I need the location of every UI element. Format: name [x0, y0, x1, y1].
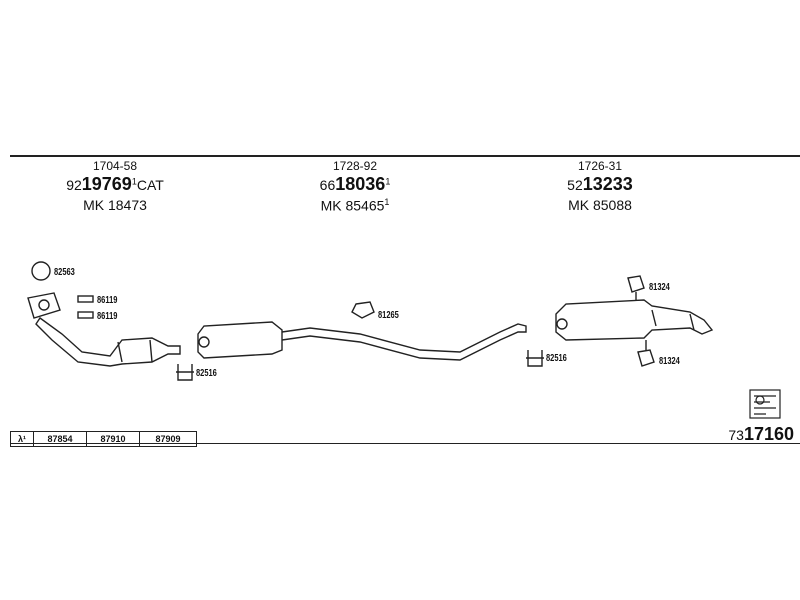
manifold-flange: [27, 292, 61, 319]
bottom-divider: [10, 443, 800, 444]
book-info-icon: [749, 389, 781, 419]
assembly-prefix: 73: [728, 427, 744, 443]
group-3-mk: MK 85088: [568, 196, 632, 213]
table-cell-1: 87854: [34, 432, 87, 446]
part-group-2: 1728-92 66180361 MK 854651: [300, 159, 410, 214]
gasket-ring-icon: [31, 261, 51, 281]
clamp-icon: [176, 364, 194, 381]
label-82563: 82563: [54, 267, 75, 278]
label-86119-a: 86119: [97, 295, 118, 306]
top-divider: [10, 155, 800, 157]
group-3-main-number: 13233: [582, 174, 633, 195]
group-2-prefix: 66: [319, 177, 336, 194]
label-86119-b: 86119: [97, 311, 118, 322]
group-3-ref: 1726-31: [577, 159, 623, 173]
rubber-mount-icon: [637, 349, 655, 367]
group-3-number: 5213233: [545, 174, 655, 195]
front-pipe-catalyst: [35, 317, 181, 367]
group-1-ref: 1704-58: [92, 159, 138, 173]
table-cell-2: 87910: [87, 432, 140, 446]
group-1-main-number: 19769: [81, 174, 132, 195]
middle-silencer: [197, 321, 283, 359]
clamp-icon: [526, 350, 544, 367]
group-2-mk-sup: 1: [384, 196, 390, 207]
rubber-mount-icon: [351, 301, 375, 319]
rubber-mount-icon: [627, 275, 645, 293]
label-81265: 81265: [378, 310, 399, 321]
group-2-mk: MK 854651: [300, 196, 410, 214]
group-2-mk-text: MK 85465: [320, 197, 385, 214]
group-1-suffix: CAT: [136, 177, 164, 194]
assembly-main-number: 17160: [743, 424, 794, 444]
label-81324-b: 81324: [659, 356, 680, 367]
group-1-mk: MK 18473: [83, 196, 147, 213]
lambda-sensor-table: λ¹ 87854 87910 87909: [10, 431, 197, 447]
lambda-cell: λ¹: [11, 432, 34, 446]
label-81324-a: 81324: [649, 282, 670, 293]
middle-pipe: [281, 323, 527, 361]
label-82516-b: 82516: [546, 353, 567, 364]
group-2-sup: 1: [385, 176, 391, 187]
group-2-ref: 1728-92: [332, 159, 378, 173]
group-3-prefix: 52: [567, 177, 583, 194]
part-group-1: 1704-58 92197691CAT MK 18473: [60, 159, 170, 213]
group-1-prefix: 92: [66, 177, 82, 194]
table-cell-3: 87909: [155, 434, 181, 444]
label-82516-a: 82516: [196, 368, 217, 379]
rear-silencer: [555, 299, 714, 341]
group-2-number: 66180361: [300, 174, 410, 195]
assembly-number: 7317160: [728, 424, 794, 445]
part-group-3: 1726-31 5213233 MK 85088: [545, 159, 655, 213]
bolt-icon: [77, 295, 94, 319]
group-1-number: 92197691CAT: [60, 174, 170, 195]
group-2-main-number: 18036: [335, 174, 386, 195]
group-1-sup: 1: [131, 176, 137, 187]
